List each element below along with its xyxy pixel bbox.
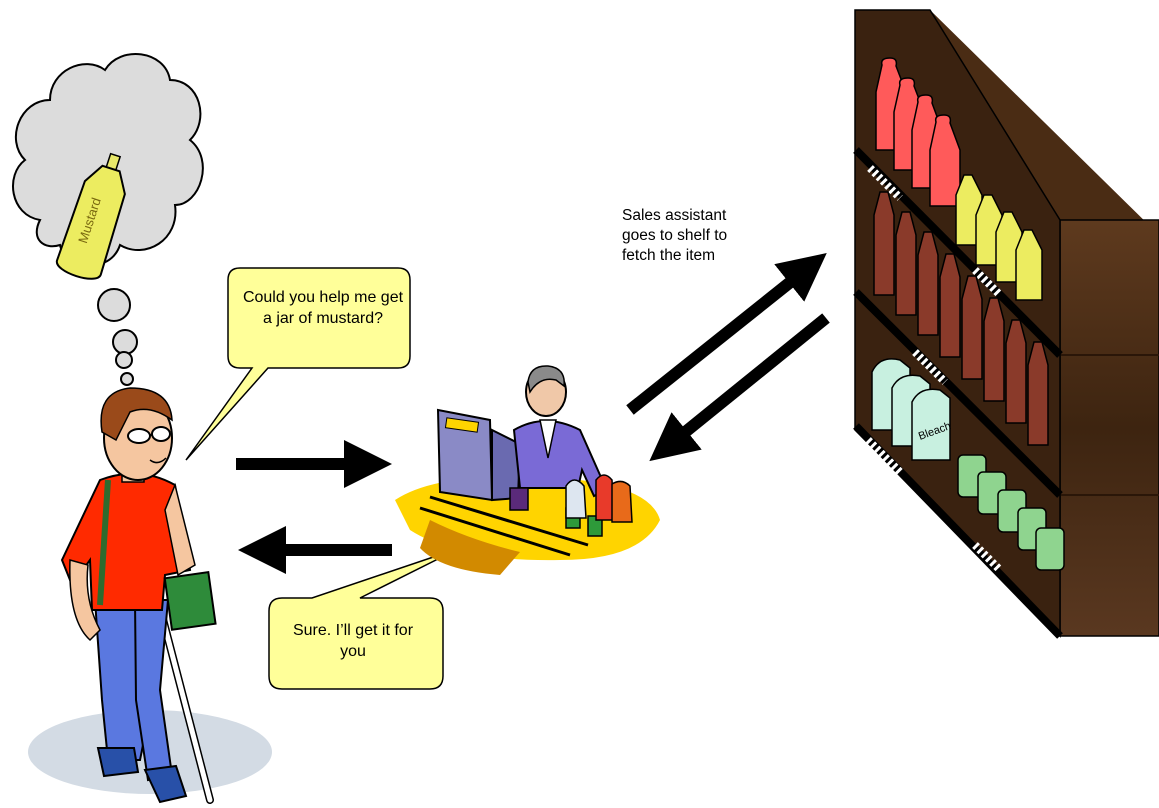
- book-icon: [165, 572, 216, 630]
- assistant-reply-text: Sure. I’ll get it for you: [278, 620, 428, 662]
- arrow-to-shelf: [630, 268, 808, 410]
- jar-icon: [510, 488, 528, 510]
- arrow-from-shelf: [668, 318, 826, 446]
- customer-request-text: Could you help me get a jar of mustard?: [238, 287, 408, 329]
- speech-bubble-reply: [269, 548, 460, 689]
- cashier-scene: [395, 366, 660, 575]
- assistant-action-caption: Sales assistant goes to shelf to fetch t…: [622, 206, 762, 266]
- store-shelf: Bleach: [855, 10, 1159, 636]
- customer-figure: [28, 388, 272, 802]
